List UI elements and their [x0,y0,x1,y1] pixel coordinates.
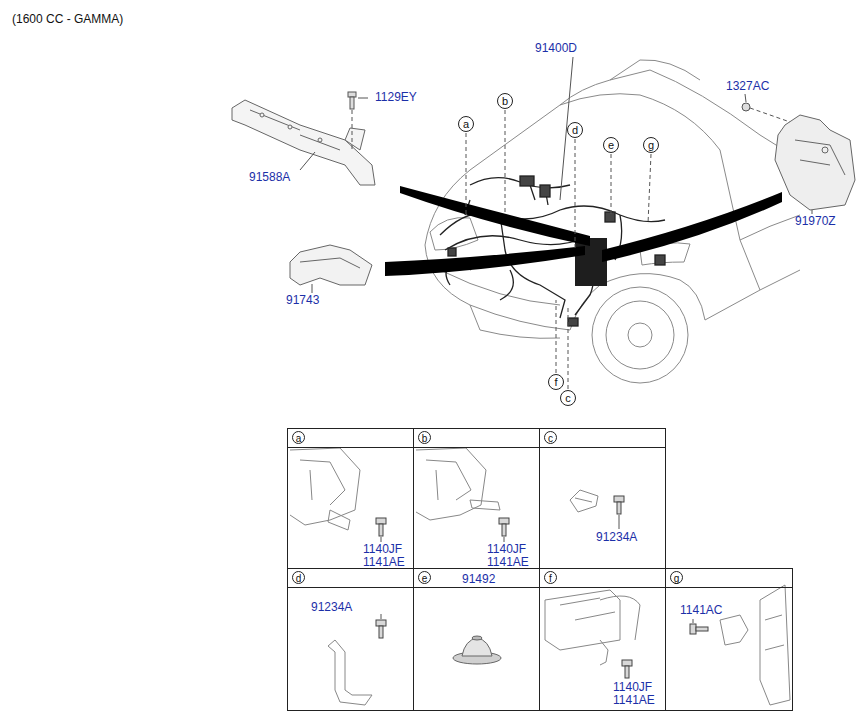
bolt [348,92,356,109]
bolt [376,496,708,678]
panel-header [666,569,792,588]
car-body [425,60,800,383]
callout-letter: f [554,377,557,388]
part-number: 91492 [462,573,495,586]
panel-letter: c [544,431,557,444]
part-number: 1141AC [680,604,722,617]
part-number: 91234A [596,531,637,544]
leader-line [300,152,315,170]
callout-circle: f [548,374,564,390]
leader-line [352,110,353,150]
panel-letter: f [544,571,557,584]
panel-header [414,429,539,448]
panel-header [288,429,413,448]
panel-letter: e [418,571,431,584]
panel-header [540,569,665,588]
callout-circle: g [643,137,659,153]
callout-letter: b [502,96,508,107]
grommet [453,636,501,664]
leader-line [312,284,313,293]
detail-panel: d [287,568,414,711]
part-number: 1140JF [613,681,652,694]
part-number: 1141AE [613,694,655,707]
title: (1600 CC - GAMMA) [12,12,123,26]
leader-line [358,98,368,99]
nut [742,103,750,111]
panel-header [288,569,413,588]
callout-circle: b [497,93,513,109]
callout-letter: d [572,125,578,136]
part-number: 1327AC [726,80,769,93]
part-number: 91743 [286,294,319,307]
shading-band [385,186,782,276]
callout-circle: e [603,137,619,153]
leader-line [750,108,790,122]
detail-panel: c [539,428,666,569]
bracket-part [232,100,375,185]
leader-line [812,210,813,214]
part-number: 91400D [535,42,577,55]
callout-circle: d [567,122,583,138]
panel-letter: a [292,431,305,444]
part-number: 91234A [311,601,352,614]
callout-letter: a [463,119,469,130]
part-number: 1140JF [487,543,526,556]
callout-circle: a [458,116,474,132]
leader-line [745,94,746,102]
part-number: 91970Z [795,215,836,228]
leader-line [466,110,651,389]
part-number: 91588A [249,171,290,184]
callout-circle: c [560,390,576,406]
panel-picture [290,448,790,705]
callout-letter: e [608,140,614,151]
part-number: 1140JF [363,543,402,556]
panel-letter: d [292,571,305,584]
panel-letter: b [418,431,431,444]
leader-line [381,515,693,679]
part-number: 1141AE [487,556,529,569]
panel-letter: g [670,571,683,584]
part-number: 1129EY [375,91,417,104]
detail-panel: g [665,568,793,711]
callout-letter: c [565,393,571,404]
cover-part [775,115,855,210]
duct-part [290,245,372,285]
callout-letter: g [648,140,654,151]
detail-panel: e [413,568,540,711]
fuse-box [575,238,607,286]
part-number: 1141AE [363,556,405,569]
panel-header [540,429,665,448]
